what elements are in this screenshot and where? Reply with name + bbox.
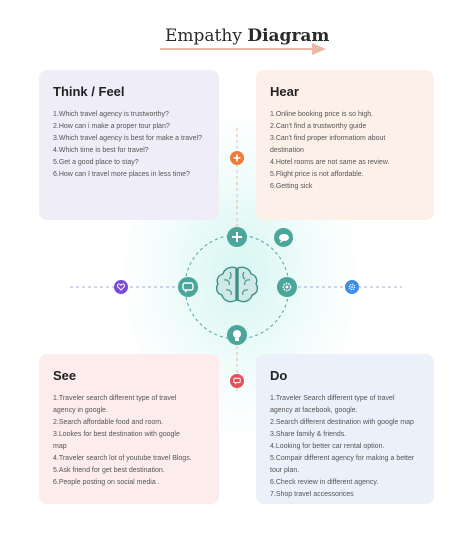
list-item: 2.Can't find a trustworthy guide [270,123,367,130]
gear-icon [277,277,297,297]
speech-bubble-icon [274,228,293,247]
list-item: 1.Traveler search different type of trav… [53,395,177,402]
title-arrow-icon [160,43,326,55]
list-item: 1.Traveler Search different type of trav… [270,395,395,402]
list-item: 1.Which travel agency is trustworthy? [53,111,169,118]
plus-icon [227,227,247,247]
title-light: Empathy [165,26,248,46]
think-feel-list: 1.Which travel agency is trustworthy? 2.… [53,109,205,181]
think-feel-card: Think / Feel 1.Which travel agency is tr… [39,70,219,220]
list-item: 6.Check review in different agency. [270,479,379,486]
do-list: 1.Traveler Search different type of trav… [270,393,420,501]
chat-icon [230,374,244,388]
list-item: 4.Traveler search lot of youtube travel … [53,455,192,462]
hear-heading: Hear [270,84,299,99]
title-bold: Diagram [247,26,330,46]
think-feel-heading: Think / Feel [53,84,125,99]
list-item: destination [270,147,304,154]
heart-icon [114,280,128,294]
list-item: 1.Online booking price is so high. [270,111,374,118]
list-item: 3.Lookes for best destination with googl… [53,431,180,438]
list-item: 6.Getting sick [270,183,313,190]
list-item: 4.Hotel rooms are not same as review. [270,159,390,166]
list-item: agency in google. [53,407,108,414]
hear-card: Hear 1.Online booking price is so high. … [256,70,434,220]
title-area: Empathy Diagram [0,26,474,66]
list-item: 4.Which time is best for travel? [53,147,149,154]
brain-icon [212,260,262,310]
list-item: 2.Search affordable food and room. [53,419,164,426]
list-item: 3.Share family & friends. [270,431,347,438]
plus-icon [230,151,244,165]
list-item: 4.Looking for better car rental option. [270,443,385,450]
list-item: agency at facebook, google. [270,407,358,414]
see-heading: See [53,368,77,383]
do-card: Do 1.Traveler Search different type of t… [256,354,434,504]
list-item: 2.How can i make a proper tour plan? [53,123,170,130]
see-card: See 1.Traveler search different type of … [39,354,219,504]
list-item: tour plan. [270,467,300,474]
hear-list: 1.Online booking price is so high. 2.Can… [270,109,420,193]
list-item: 5.Get a good place to stay? [53,159,139,166]
list-item: 6.People posting on social media . [53,479,160,486]
list-item: map [53,443,67,450]
list-item: 7.Shop travel accessorices [270,491,354,498]
list-item: 5.Ask friend for get best destination. [53,467,165,474]
list-item: 6.How can I travel more places in less t… [53,171,190,178]
list-item: 2.Search different destination with goog… [270,419,414,426]
list-item: 3.Which travel agency is best for make a… [53,135,203,142]
see-list: 1.Traveler search different type of trav… [53,393,205,489]
gear-icon [345,280,359,294]
list-item: 5.Flight price is not affordable. [270,171,364,178]
lightbulb-icon [227,325,247,345]
page-title: Empathy Diagram [165,26,329,46]
list-item: 5.Compair different agency for making a … [270,455,415,462]
list-item: 3.Can't find proper informatiom about [270,135,386,142]
chat-bubble-icon [178,277,198,297]
do-heading: Do [270,368,288,383]
